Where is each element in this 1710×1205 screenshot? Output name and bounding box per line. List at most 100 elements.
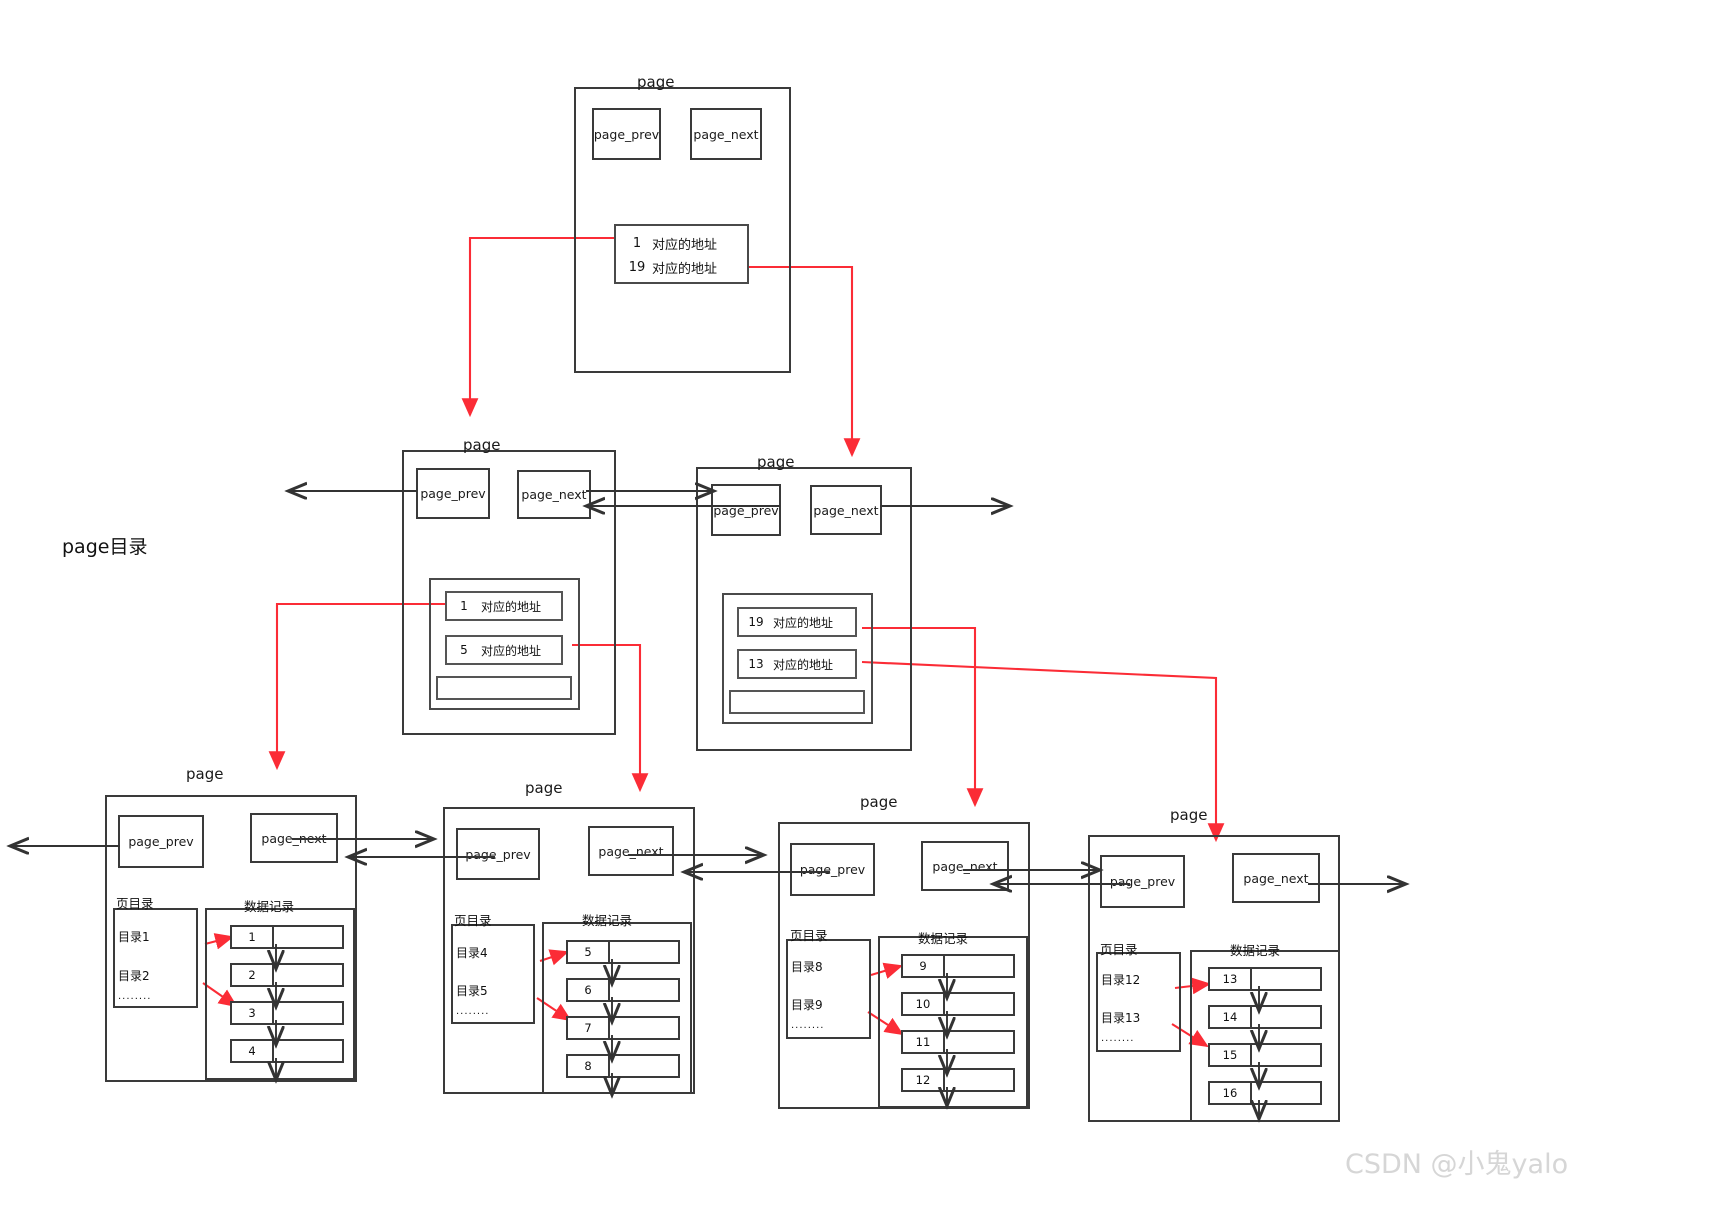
leaf-page-1-record-1-body: [610, 980, 678, 1000]
leaf-page-2-dir-item-2: ........: [791, 1020, 825, 1031]
leaf-page-2-record-1[interactable]: 10: [901, 992, 1015, 1016]
leaf-page-2-record-0-body: [945, 956, 1013, 976]
leaf-page-0-page-directory: [113, 908, 198, 1008]
internal-page-0-dir-row-1[interactable]: 5 对应的地址: [445, 635, 563, 665]
leaf-page-1-prev[interactable]: page_prev: [456, 828, 540, 880]
leaf-page-2-page-directory: [786, 939, 871, 1039]
leaf-page-1-record-3-body: [610, 1056, 678, 1076]
leaf-page-3-record-0[interactable]: 13: [1208, 967, 1322, 991]
leaf-page-0-dir-item-0[interactable]: 目录1: [118, 930, 150, 944]
leaf-page-2-record-2-body: [945, 1032, 1013, 1052]
root-dir-row-0[interactable]: 1 对应的地址: [622, 232, 740, 254]
leaf-page-0-record-0-body: [274, 927, 342, 947]
internal-page-1-dir-key-1: 13: [748, 657, 764, 671]
leaf-page-3-record-2[interactable]: 15: [1208, 1043, 1322, 1067]
leaf-page-3-record-3[interactable]: 16: [1208, 1081, 1322, 1105]
leaf-page-3-record-3-key: 16: [1210, 1083, 1252, 1103]
leaf-page-0-prev[interactable]: page_prev: [118, 815, 204, 868]
root-dir-value-1: 对应的地址: [652, 261, 718, 277]
leaf-page-2-record-0-key: 9: [903, 956, 945, 976]
leaf-page-3-record-0-key: 13: [1210, 969, 1252, 989]
leaf-page-0-caption: page: [186, 765, 224, 783]
internal-page-1-dir-row-1[interactable]: 13 对应的地址: [737, 649, 857, 679]
leaf-page-1-record-3[interactable]: 8: [566, 1054, 680, 1078]
leaf-page-2-record-1-body: [945, 994, 1013, 1014]
leaf-page-1-page-directory: [451, 924, 535, 1024]
root-page-caption: page: [637, 73, 675, 91]
leaf-page-3-rec-caption: 数据记录: [1230, 943, 1281, 958]
internal-page-1-dir-value-1: 对应的地址: [773, 657, 834, 672]
leaf-page-0-record-2-key: 3: [232, 1003, 274, 1023]
internal-page-1-dir-value-0: 对应的地址: [773, 615, 834, 630]
leaf-page-2-caption: page: [860, 793, 898, 811]
leaf-page-2-record-3[interactable]: 12: [901, 1068, 1015, 1092]
leaf-page-1-caption: page: [525, 779, 563, 797]
leaf-page-2-next[interactable]: page_next: [921, 841, 1009, 891]
internal-page-1: [696, 467, 912, 751]
leaf-page-0-record-3[interactable]: 4: [230, 1039, 344, 1063]
internal-page-1-next[interactable]: page_next: [810, 485, 882, 535]
leaf-page-3-record-2-key: 15: [1210, 1045, 1252, 1065]
leaf-page-1-dir-item-1[interactable]: 目录5: [456, 984, 488, 998]
root-page: [574, 87, 791, 373]
leaf-page-0-dir-item-2: ........: [118, 991, 152, 1002]
internal-page-0-caption: page: [463, 436, 501, 454]
leaf-page-2-record-2[interactable]: 11: [901, 1030, 1015, 1054]
leaf-page-3-next[interactable]: page_next: [1232, 853, 1320, 903]
leaf-page-2-dir-item-0[interactable]: 目录8: [791, 960, 823, 974]
internal-page-0-dir-row-2[interactable]: [436, 676, 572, 700]
leaf-page-3-record-3-body: [1252, 1083, 1320, 1103]
leaf-page-3-record-2-body: [1252, 1045, 1320, 1065]
leaf-page-0-record-3-body: [274, 1041, 342, 1061]
leaf-page-2-prev[interactable]: page_prev: [790, 843, 875, 896]
leaf-page-3-prev[interactable]: page_prev: [1100, 855, 1185, 908]
csdn-watermark: CSDN @小鬼yalo: [1345, 1149, 1569, 1180]
leaf-page-2-record-1-key: 10: [903, 994, 945, 1014]
leaf-page-3-record-0-body: [1252, 969, 1320, 989]
internal-page-0-prev[interactable]: page_prev: [416, 468, 490, 519]
leaf-page-0-dir-item-1[interactable]: 目录2: [118, 969, 150, 983]
leaf-page-1-dir-item-0[interactable]: 目录4: [456, 946, 488, 960]
leaf-page-0-record-0[interactable]: 1: [230, 925, 344, 949]
leaf-page-0-rec-caption: 数据记录: [244, 899, 295, 914]
leaf-page-3-record-1[interactable]: 14: [1208, 1005, 1322, 1029]
leaf-page-0-record-2-body: [274, 1003, 342, 1023]
internal-page-1-dir-row-2[interactable]: [729, 690, 865, 714]
internal-page-0-next[interactable]: page_next: [517, 470, 591, 519]
leaf-page-1-record-1[interactable]: 6: [566, 978, 680, 1002]
leaf-page-3-dir-item-1[interactable]: 目录13: [1101, 1011, 1141, 1025]
leaf-page-2-record-3-key: 12: [903, 1070, 945, 1090]
root-page-next[interactable]: page_next: [690, 108, 762, 160]
leaf-page-0: [105, 795, 357, 1082]
leaf-page-0-record-3-key: 4: [232, 1041, 274, 1061]
leaf-page-2-record-2-key: 11: [903, 1032, 945, 1052]
leaf-page-3-dir-item-2: ........: [1101, 1033, 1135, 1044]
internal-page-0-dir-value-0: 对应的地址: [481, 599, 542, 614]
leaf-page-0-record-1[interactable]: 2: [230, 963, 344, 987]
leaf-page-3-dir-caption: 页目录: [1100, 942, 1138, 957]
leaf-page-1-next[interactable]: page_next: [588, 826, 674, 876]
root-dir-key-0: 1: [632, 235, 642, 251]
leaf-page-1-record-2-body: [610, 1018, 678, 1038]
leaf-page-2-record-3-body: [945, 1070, 1013, 1090]
root-dir-row-1[interactable]: 19 对应的地址: [622, 256, 740, 278]
leaf-page-2-record-0[interactable]: 9: [901, 954, 1015, 978]
internal-page-1-prev[interactable]: page_prev: [711, 484, 781, 536]
leaf-page-3-record-1-body: [1252, 1007, 1320, 1027]
internal-page-0-dir-value-1: 对应的地址: [481, 643, 542, 658]
leaf-page-0-record-2[interactable]: 3: [230, 1001, 344, 1025]
leaf-page-0-next[interactable]: page_next: [250, 813, 338, 863]
internal-page-0-dir-key-1: 5: [460, 643, 468, 657]
leaf-page-1-record-3-key: 8: [568, 1056, 610, 1076]
root-page-prev[interactable]: page_prev: [592, 108, 661, 160]
leaf-page-1-dir-caption: 页目录: [454, 913, 492, 928]
internal-page-0-dir-row-0[interactable]: 1 对应的地址: [445, 591, 563, 621]
leaf-page-2-dir-item-1[interactable]: 目录9: [791, 998, 823, 1012]
leaf-page-1-dir-item-2: ........: [456, 1006, 490, 1017]
internal-page-1-dir-row-0[interactable]: 19 对应的地址: [737, 607, 857, 637]
leaf-page-3-dir-item-0[interactable]: 目录12: [1101, 973, 1141, 987]
leaf-page-1-record-0[interactable]: 5: [566, 940, 680, 964]
leaf-page-1-record-2[interactable]: 7: [566, 1016, 680, 1040]
leaf-page-1-rec-caption: 数据记录: [582, 913, 633, 928]
